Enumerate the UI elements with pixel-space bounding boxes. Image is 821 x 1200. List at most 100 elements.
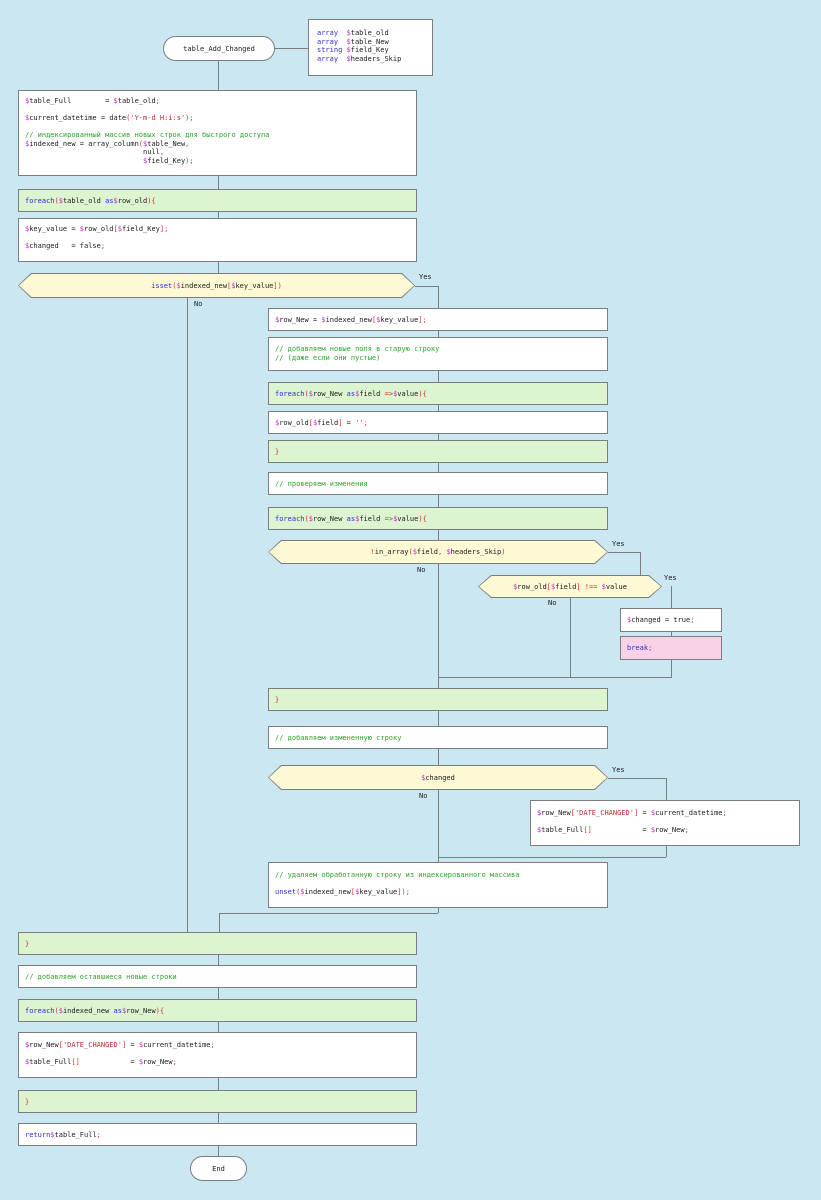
foreach-new-node: foreach ($indexed_new as $row_New) { (18, 999, 417, 1022)
close-new-node: } (18, 1090, 417, 1113)
foreach-check-node: foreach ($row_New as $field => $value) { (268, 507, 608, 530)
flow-line (218, 1022, 219, 1032)
check-comment-node: // проверяем изменения (268, 472, 608, 495)
flow-line (671, 632, 672, 636)
close-check-code: } (275, 695, 280, 704)
flow-line (218, 212, 219, 218)
yes-label: Yes (612, 540, 625, 548)
params-node: array $table_old array $table_New string… (308, 19, 433, 76)
flow-line (438, 371, 439, 382)
start-node-label: table_Add_Changed (183, 44, 255, 53)
remaining-comment-node: // добавляем оставшиеся новые строки (18, 965, 417, 988)
flow-line-yes (608, 778, 666, 779)
close-fields-node: } (268, 440, 608, 463)
init-code-node: $table_Full = $table_old; $current_datet… (18, 90, 417, 176)
fields-comment-code: // добавляем новые поля в старую строку … (275, 345, 440, 362)
flow-line-no (438, 790, 439, 862)
foreach-fields-code: foreach ($row_New as $field => $value) { (275, 389, 427, 398)
flow-line (438, 286, 439, 308)
fields-comment-node: // добавляем новые поля в старую строку … (268, 337, 608, 371)
break-node: break; (620, 636, 722, 660)
addrow-comment-code: // добавляем измененную строку (275, 733, 402, 742)
flow-line-no (187, 298, 188, 933)
foreach-old-code: foreach ($table_old as $row_old) { (25, 196, 156, 205)
break-code: break; (627, 644, 653, 652)
neq-decision-code: $row_old[$field] !== $value (513, 582, 627, 591)
date-changed-code: $row_New['DATE_CHANGED'] = $current_date… (537, 809, 727, 834)
no-label: No (194, 300, 203, 308)
return-code: return $table_Full; (25, 1130, 101, 1139)
flow-line (218, 176, 219, 189)
foreach-fields-node: foreach ($row_New as $field => $value) { (268, 382, 608, 405)
flow-line (438, 530, 439, 540)
close-fields-code: } (275, 447, 280, 456)
flow-line (218, 1146, 219, 1156)
flow-line (438, 711, 439, 726)
date-changed-node: $row_New['DATE_CHANGED'] = $current_date… (530, 800, 800, 846)
yes-label: Yes (419, 273, 432, 281)
flow-line (218, 988, 219, 999)
flow-line (438, 434, 439, 440)
keyvalue-node: $key_value = $row_old[$field_Key]; $chan… (18, 218, 417, 262)
inarray-decision: !in_array($field, $headers_Skip) (268, 540, 608, 564)
flow-line (218, 955, 219, 965)
yes-label: Yes (664, 574, 677, 582)
flow-line (640, 552, 641, 575)
check-comment-code: // проверяем изменения (275, 479, 368, 488)
flow-line (438, 857, 666, 858)
end-node: End (190, 1156, 247, 1181)
no-label: No (417, 566, 426, 574)
unset-node: // удаляем обработанную строку из индекс… (268, 862, 608, 908)
changed-decision-code: $changed (421, 773, 455, 782)
flow-line (666, 778, 667, 800)
close-check-node: } (268, 688, 608, 711)
flow-line (218, 1078, 219, 1090)
rowold-field-code: $row_old[$field] = ''; (275, 418, 368, 427)
flow-line (218, 262, 219, 273)
remaining-comment-code: // добавляем оставшиеся новые строки (25, 972, 177, 981)
close-old-node: } (18, 932, 417, 955)
params-code: array $table_old array $table_New string… (317, 29, 402, 63)
date-changed2-node: $row_New['DATE_CHANGED'] = $current_date… (18, 1032, 417, 1078)
flow-line-yes (608, 552, 640, 553)
changed-decision: $changed (268, 765, 608, 790)
neq-decision: $row_old[$field] !== $value (478, 575, 662, 598)
flow-line-no (570, 598, 571, 678)
flow-line (438, 908, 439, 913)
unset-code: // удаляем обработанную строку из индекс… (275, 871, 520, 896)
end-node-label: End (212, 1164, 225, 1173)
close-old-code: } (25, 939, 30, 948)
flow-line (219, 913, 220, 933)
foreach-new-code: foreach ($indexed_new as $row_New) { (25, 1006, 165, 1015)
keyvalue-code: $key_value = $row_old[$field_Key]; $chan… (25, 225, 169, 250)
flow-line (438, 331, 439, 337)
yes-label: Yes (612, 766, 625, 774)
start-node: table_Add_Changed (163, 36, 275, 61)
date-changed2-code: $row_New['DATE_CHANGED'] = $current_date… (25, 1041, 215, 1066)
changed-true-code: $changed = true; (627, 616, 695, 624)
inarray-decision-code: !in_array($field, $headers_Skip) (370, 548, 506, 556)
changed-true-node: $changed = true; (620, 608, 722, 632)
flow-line (438, 749, 439, 765)
rownew-assign-node: $row_New = $indexed_new[$key_value]; (268, 308, 608, 331)
init-code: $table_Full = $table_old; $current_datet… (25, 97, 270, 165)
rowold-field-node: $row_old[$field] = ''; (268, 411, 608, 434)
foreach-check-code: foreach ($row_New as $field => $value) { (275, 514, 427, 523)
flow-line (438, 405, 439, 411)
flow-line (671, 660, 672, 678)
flow-line (438, 677, 672, 678)
flow-line (219, 913, 438, 914)
isset-decision: isset($indexed_new[$key_value]) (18, 273, 415, 298)
close-new-code: } (25, 1097, 30, 1106)
isset-decision-code: isset($indexed_new[$key_value]) (151, 281, 282, 290)
flow-line (275, 48, 308, 49)
flow-line-no (438, 564, 439, 688)
flow-line (671, 586, 672, 608)
return-node: return $table_Full; (18, 1123, 417, 1146)
no-label: No (548, 599, 557, 607)
no-label: No (419, 792, 428, 800)
flow-line (438, 463, 439, 472)
flow-line (666, 846, 667, 857)
flow-line (438, 495, 439, 507)
